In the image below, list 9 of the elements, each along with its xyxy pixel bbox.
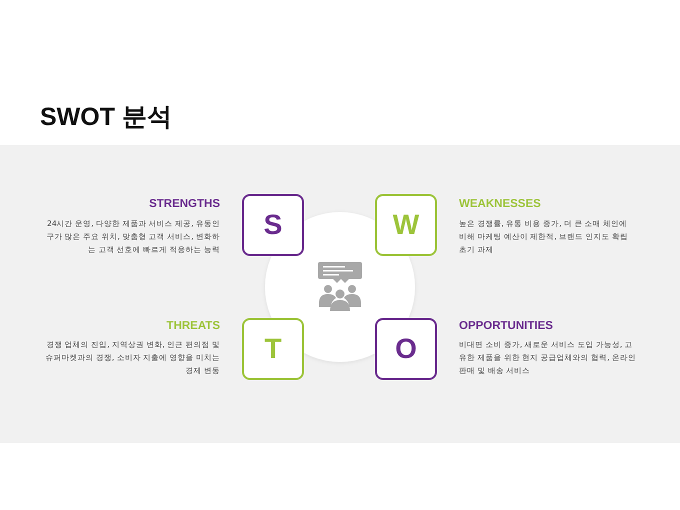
section-heading: THREATS	[166, 320, 220, 332]
section-heading: STRENGTHS	[149, 198, 220, 210]
section-heading: WEAKNESSES	[459, 198, 541, 210]
letter-box: W	[375, 194, 437, 256]
letter-box: S	[242, 194, 304, 256]
letter-box: O	[375, 318, 437, 380]
section-heading: OPPORTUNITIES	[459, 320, 553, 332]
letter-box: T	[242, 318, 304, 380]
title: SWOT 분석	[40, 102, 172, 133]
